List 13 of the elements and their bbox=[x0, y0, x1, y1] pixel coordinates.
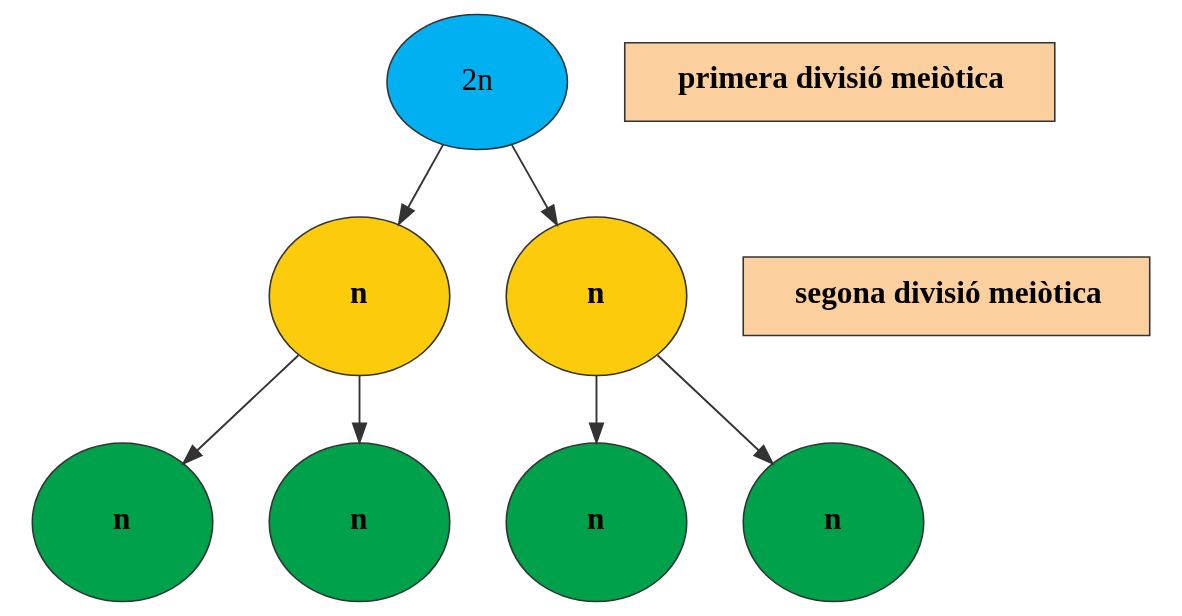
node-ellipse: n bbox=[268, 442, 451, 603]
arrow bbox=[656, 354, 775, 466]
arrow bbox=[510, 143, 559, 228]
arrow bbox=[397, 143, 445, 227]
arrow bbox=[588, 374, 605, 446]
arrow bbox=[351, 374, 368, 446]
node-ellipse: 2n bbox=[386, 13, 569, 151]
node-box: segona divisió meiòtica bbox=[742, 256, 1151, 337]
node-box: primera divisió meiòtica bbox=[623, 41, 1056, 123]
arrow bbox=[181, 354, 300, 466]
node-ellipse: n bbox=[268, 216, 451, 377]
node-ellipse: n bbox=[505, 442, 688, 603]
node-ellipse: n bbox=[505, 216, 688, 377]
